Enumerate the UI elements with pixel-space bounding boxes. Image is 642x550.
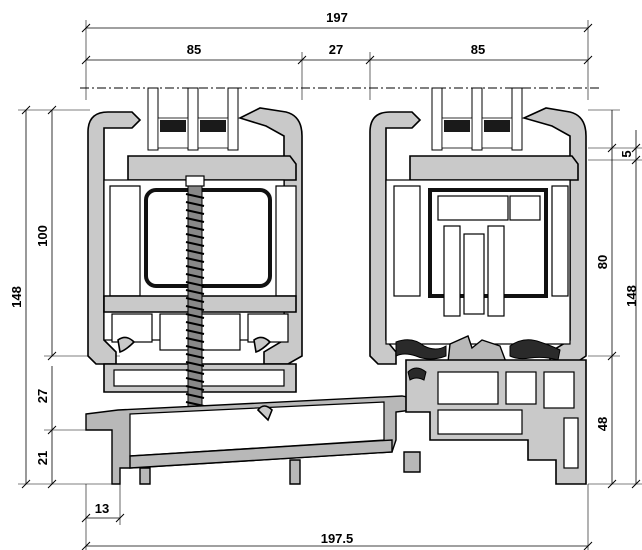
- dim-left-frame-width: 85: [187, 42, 201, 57]
- dim-right-top-small: 5: [619, 150, 634, 157]
- left-glazing-unit: [147, 87, 239, 151]
- dim-left-mid-height: 27: [35, 389, 50, 403]
- right-glazing-unit: [431, 87, 523, 151]
- dim-right-upper-height: 80: [595, 255, 610, 269]
- dim-left-total-height: 148: [9, 286, 24, 308]
- fixing-screw: [185, 175, 205, 447]
- sill-profile: [85, 395, 421, 485]
- dim-middle-gap: 27: [329, 42, 343, 57]
- dim-right-total-height: 148: [624, 285, 639, 307]
- dim-right-frame-width: 85: [471, 42, 485, 57]
- dim-overall-bottom: 197.5: [321, 531, 354, 546]
- dim-right-low-height: 48: [595, 417, 610, 431]
- dim-left-low-height: 21: [35, 451, 50, 465]
- dim-left-upper-height: 100: [35, 225, 50, 247]
- dim-overall-top: 197: [326, 10, 348, 25]
- dim-sill-offset: 13: [95, 501, 109, 516]
- right-frame-profile: [369, 107, 587, 485]
